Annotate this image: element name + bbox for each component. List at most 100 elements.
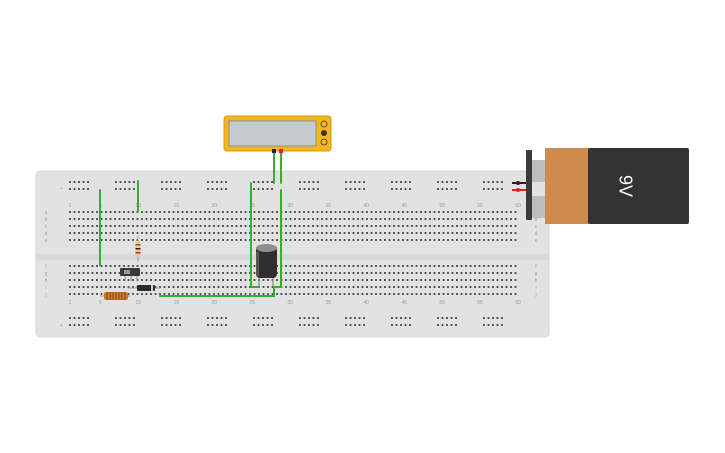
breadboard-hole[interactable] — [190, 272, 193, 274]
breadboard-hole[interactable] — [388, 232, 391, 234]
breadboard-hole[interactable] — [402, 218, 404, 220]
breadboard-hole[interactable] — [469, 265, 472, 267]
breadboard-hole[interactable] — [253, 324, 255, 326]
breadboard-hole[interactable] — [190, 265, 193, 267]
breadboard-hole[interactable] — [298, 279, 301, 281]
breadboard-hole[interactable] — [492, 265, 494, 267]
breadboard-hole[interactable] — [177, 293, 179, 295]
breadboard-hole[interactable] — [127, 211, 130, 213]
breadboard-hole[interactable] — [161, 181, 163, 183]
breadboard-hole[interactable] — [395, 317, 398, 319]
breadboard-hole[interactable] — [397, 286, 400, 288]
breadboard-hole[interactable] — [213, 265, 215, 267]
breadboard-hole[interactable] — [100, 286, 103, 288]
breadboard-hole[interactable] — [168, 218, 170, 220]
breadboard-hole[interactable] — [474, 265, 476, 267]
breadboard-hole[interactable] — [87, 232, 89, 234]
breadboard-hole[interactable] — [415, 232, 418, 234]
breadboard-hole[interactable] — [91, 211, 94, 213]
breadboard-hole[interactable] — [505, 293, 508, 295]
breadboard-hole[interactable] — [253, 317, 255, 319]
breadboard-hole[interactable] — [87, 317, 89, 319]
breadboard-hole[interactable] — [226, 218, 229, 220]
breadboard-hole[interactable] — [411, 239, 413, 241]
breadboard-hole[interactable] — [172, 272, 175, 274]
breadboard-hole[interactable] — [456, 211, 458, 213]
breadboard-hole[interactable] — [267, 293, 269, 295]
breadboard-hole[interactable] — [334, 218, 337, 220]
breadboard-hole[interactable] — [266, 317, 269, 319]
breadboard-hole[interactable] — [496, 265, 499, 267]
breadboard-hole[interactable] — [447, 232, 449, 234]
breadboard-hole[interactable] — [73, 239, 76, 241]
breadboard-hole[interactable] — [82, 225, 85, 227]
breadboard-hole[interactable] — [406, 279, 409, 281]
breadboard-hole[interactable] — [118, 218, 121, 220]
breadboard-hole[interactable] — [303, 286, 305, 288]
breadboard-hole[interactable] — [163, 225, 166, 227]
breadboard-hole[interactable] — [334, 279, 337, 281]
breadboard-hole[interactable] — [312, 218, 314, 220]
breadboard-hole[interactable] — [213, 279, 215, 281]
breadboard-hole[interactable] — [100, 218, 103, 220]
breadboard-hole[interactable] — [330, 218, 332, 220]
breadboard-hole[interactable] — [397, 293, 400, 295]
breadboard-hole[interactable] — [217, 232, 220, 234]
breadboard-hole[interactable] — [424, 239, 427, 241]
breadboard-hole[interactable] — [87, 324, 89, 326]
breadboard-hole[interactable] — [105, 218, 107, 220]
breadboard-hole[interactable] — [366, 293, 368, 295]
breadboard-hole[interactable] — [316, 232, 319, 234]
breadboard-hole[interactable] — [174, 324, 177, 326]
breadboard-hole[interactable] — [447, 211, 449, 213]
breadboard-hole[interactable] — [460, 272, 463, 274]
breadboard-hole[interactable] — [231, 265, 233, 267]
breadboard-hole[interactable] — [307, 293, 310, 295]
breadboard-hole[interactable] — [132, 211, 134, 213]
breadboard-hole[interactable] — [190, 211, 193, 213]
breadboard-hole[interactable] — [294, 265, 296, 267]
breadboard-hole[interactable] — [420, 211, 422, 213]
breadboard-hole[interactable] — [177, 232, 179, 234]
breadboard-hole[interactable] — [492, 181, 494, 183]
diode[interactable] — [128, 285, 160, 291]
breadboard-hole[interactable] — [96, 279, 98, 281]
breadboard-hole[interactable] — [220, 188, 223, 190]
breadboard-hole[interactable] — [456, 232, 458, 234]
breadboard-hole[interactable] — [455, 188, 457, 190]
breadboard-hole[interactable] — [115, 188, 117, 190]
breadboard-hole[interactable] — [345, 324, 347, 326]
breadboard-hole[interactable] — [276, 239, 278, 241]
breadboard-hole[interactable] — [235, 265, 238, 267]
breadboard-hole[interactable] — [240, 279, 242, 281]
breadboard-hole[interactable] — [415, 279, 418, 281]
breadboard-hole[interactable] — [226, 272, 229, 274]
breadboard-hole[interactable] — [262, 188, 264, 190]
breadboard-hole[interactable] — [87, 211, 89, 213]
breadboard-hole[interactable] — [411, 265, 413, 267]
breadboard-hole[interactable] — [69, 232, 71, 234]
breadboard-hole[interactable] — [240, 211, 242, 213]
breadboard-hole[interactable] — [316, 225, 319, 227]
breadboard-hole[interactable] — [213, 218, 215, 220]
breadboard-hole[interactable] — [402, 225, 404, 227]
breadboard-hole[interactable] — [308, 188, 310, 190]
breadboard-hole[interactable] — [352, 286, 355, 288]
breadboard-hole[interactable] — [87, 188, 89, 190]
breadboard-hole[interactable] — [163, 218, 166, 220]
breadboard-hole[interactable] — [487, 324, 490, 326]
breadboard-hole[interactable] — [73, 188, 76, 190]
breadboard-hole[interactable] — [204, 211, 206, 213]
breadboard-hole[interactable] — [303, 232, 305, 234]
breadboard-hole[interactable] — [159, 211, 161, 213]
breadboard-hole[interactable] — [474, 232, 476, 234]
breadboard-hole[interactable] — [437, 181, 439, 183]
breadboard-hole[interactable] — [349, 324, 352, 326]
breadboard-hole[interactable] — [514, 293, 517, 295]
breadboard-hole[interactable] — [159, 293, 161, 295]
breadboard-hole[interactable] — [366, 272, 368, 274]
breadboard-hole[interactable] — [105, 232, 107, 234]
breadboard-hole[interactable] — [114, 211, 116, 213]
breadboard-hole[interactable] — [217, 239, 220, 241]
breadboard-hole[interactable] — [514, 272, 517, 274]
